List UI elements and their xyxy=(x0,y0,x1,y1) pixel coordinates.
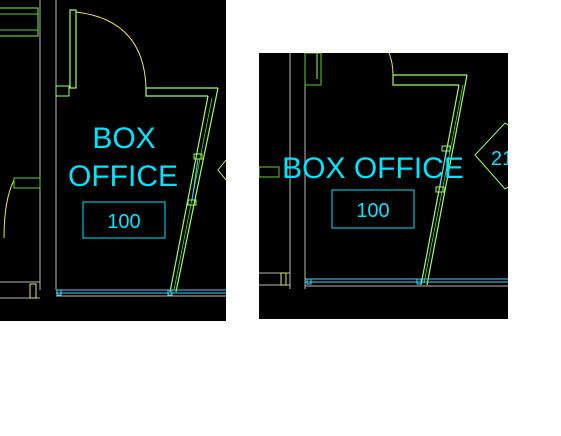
room-number: 100 xyxy=(107,211,140,233)
room-walls-right xyxy=(392,74,468,286)
room-name-line1: BOX xyxy=(92,122,155,155)
drawing-view-left[interactable]: BOX OFFICE 100 xyxy=(0,0,226,321)
window-bottom-right xyxy=(305,278,508,287)
adjacent-tag-left xyxy=(217,159,226,181)
door-swing xyxy=(55,9,147,97)
floor-plan-right: 21 BOX OFFICE 100 xyxy=(259,53,508,289)
adjacent-room-left xyxy=(0,177,41,299)
drawing-view-right[interactable]: 21 BOX OFFICE 100 xyxy=(259,53,508,319)
wall-vertical-right xyxy=(289,53,322,289)
door-swing-right xyxy=(388,53,394,76)
room-number-box-right xyxy=(331,189,415,229)
adjacent-room-tag: 21 xyxy=(491,148,508,170)
room-name: BOX OFFICE xyxy=(282,152,464,185)
window-bottom xyxy=(56,289,226,297)
room-number-box xyxy=(82,201,166,239)
room-number-right: 100 xyxy=(356,200,389,222)
adjacent-tag-diamond xyxy=(474,122,508,190)
room-name-line2: OFFICE xyxy=(68,160,178,193)
room-walls xyxy=(145,87,219,293)
wall-vertical-left xyxy=(39,0,57,290)
adjacent-room-top-left xyxy=(0,7,39,37)
floor-plan-left: BOX OFFICE 100 xyxy=(0,0,226,299)
adjacent-room-left-right-view xyxy=(259,166,290,286)
